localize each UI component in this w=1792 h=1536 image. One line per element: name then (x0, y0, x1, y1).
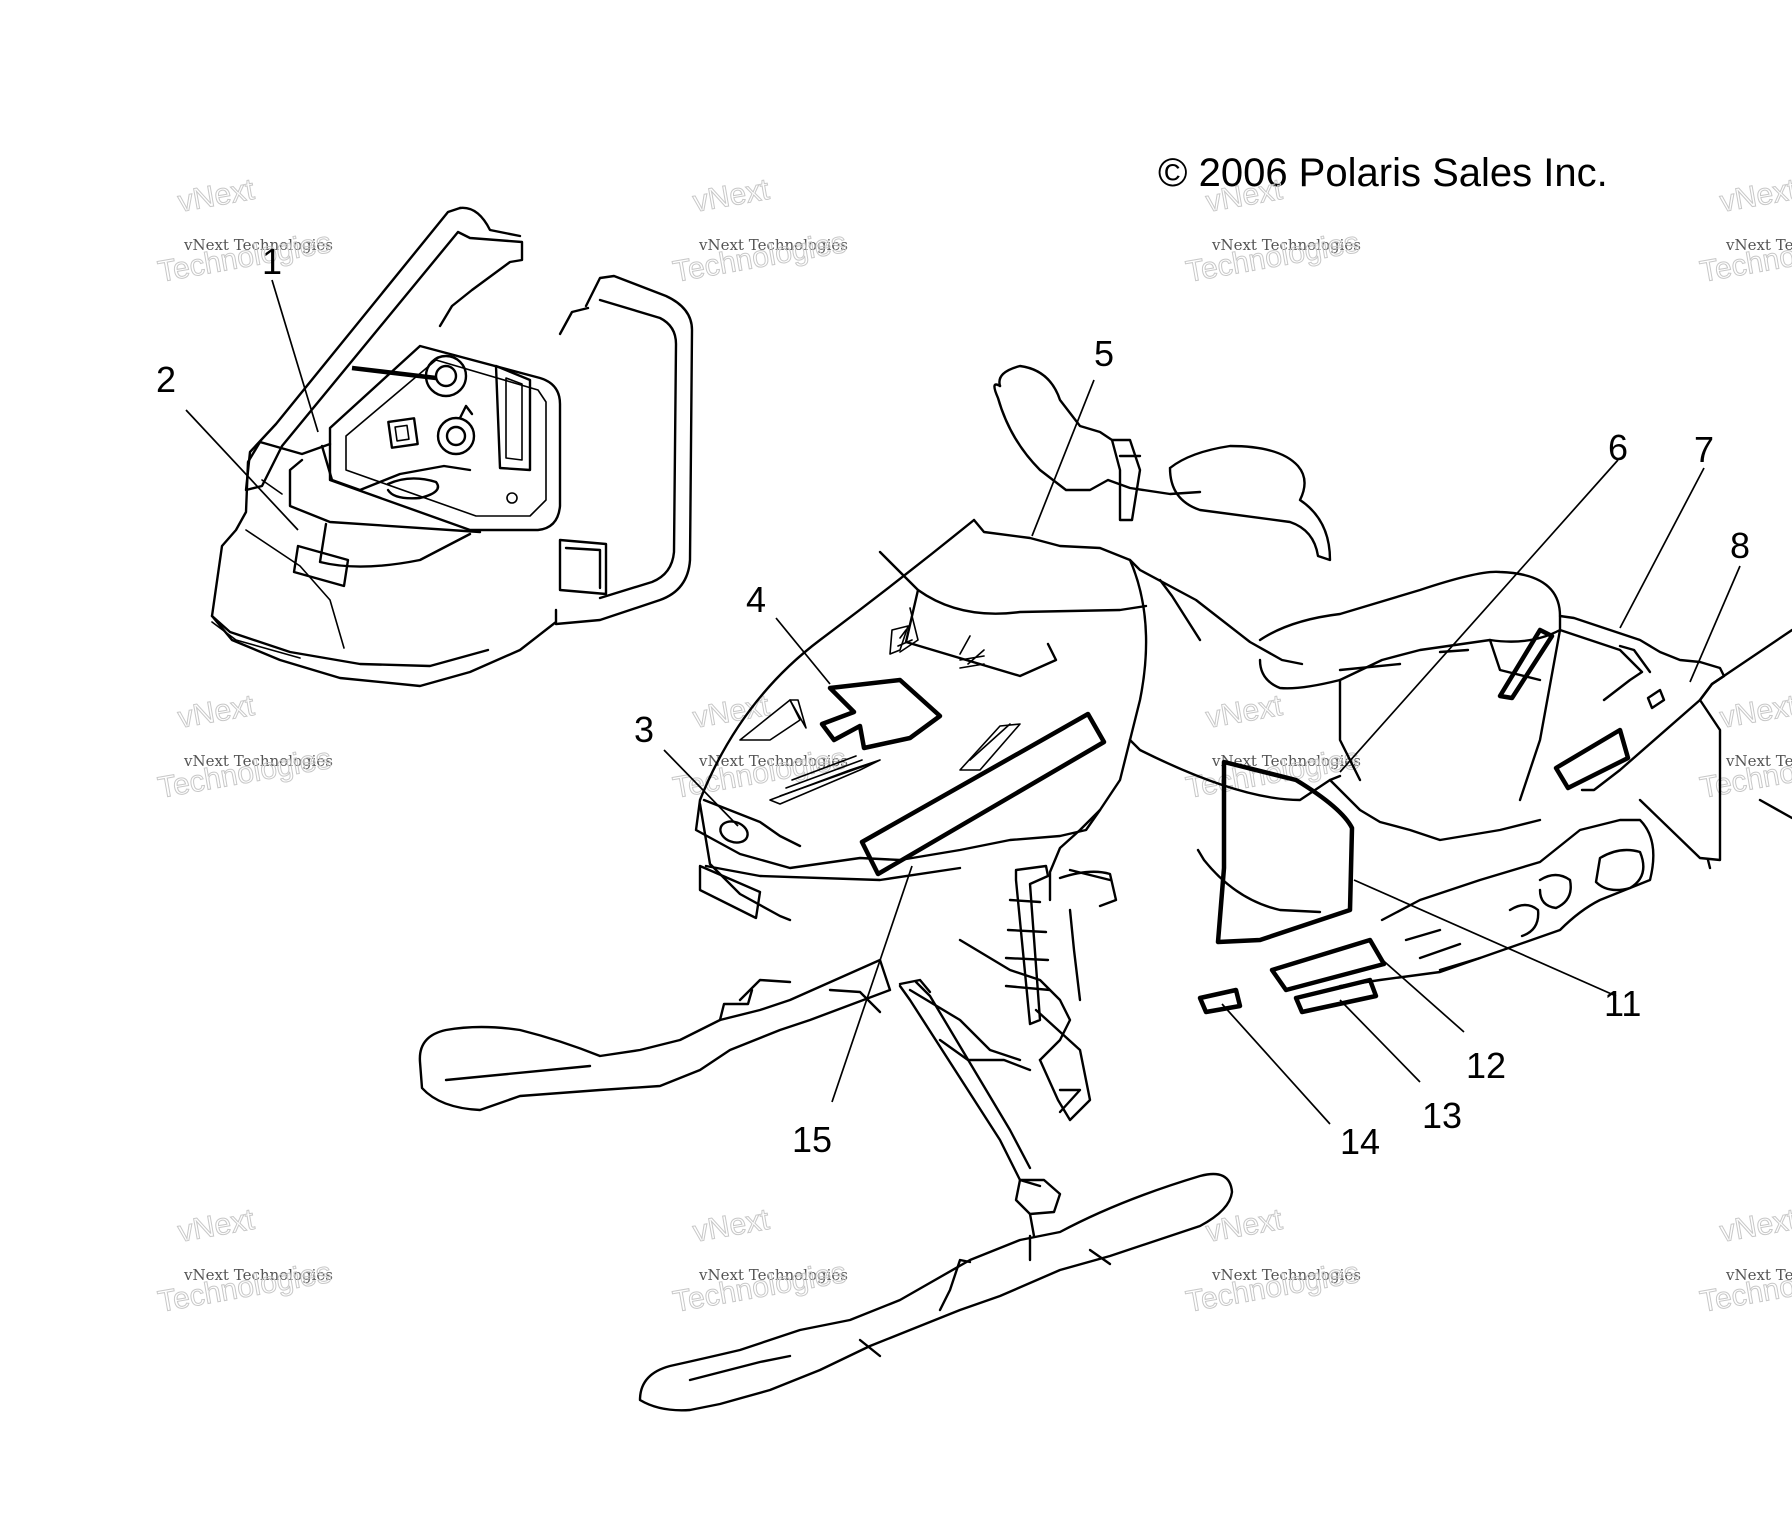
callout-leaders (185, 279, 1741, 1125)
watermark-tile: vNext vNext Technologies Technologies (155, 688, 334, 805)
watermark-tile: vNext vNext Technologies Technologies (670, 688, 849, 805)
watermark-top: vNext (1717, 1203, 1792, 1249)
watermark-top: vNext (690, 173, 772, 219)
watermark-top: vNext (175, 689, 257, 735)
watermark-top: vNext (690, 1203, 772, 1249)
watermark-tile: vNext vNext Technologies Technologies (1697, 1202, 1792, 1319)
watermark-tile: vNext vNext Technologies Technologies (1697, 688, 1792, 805)
watermark-mid: vNext Technologies (1211, 236, 1361, 254)
callout-8: 8 (1730, 525, 1750, 566)
callout-4: 4 (746, 579, 766, 620)
watermark-mid: vNext Technologies (698, 1266, 848, 1284)
callout-15: 15 (792, 1119, 832, 1160)
watermark-tile: vNext vNext Technologies Technologies (155, 1202, 334, 1319)
watermark-top: vNext (175, 1203, 257, 1249)
watermark-mid: vNext Technologies (1725, 236, 1792, 254)
callout-13: 13 (1422, 1095, 1462, 1136)
watermark-mid: vNext Technologies (1725, 1266, 1792, 1284)
watermark-mid: vNext Technologies (183, 236, 333, 254)
watermark-tile: vNext vNext Technologies Technologies (670, 1202, 849, 1319)
watermark-mid: vNext Technologies (183, 1266, 333, 1284)
watermark-top: vNext (1203, 1203, 1285, 1249)
callout-1: 1 (262, 241, 282, 282)
watermark-mid: vNext Technologies (183, 752, 333, 770)
callout-5: 5 (1094, 333, 1114, 374)
callout-7: 7 (1694, 429, 1714, 470)
callout-6: 6 (1608, 427, 1628, 468)
watermark-tile: vNext vNext Technologies Technologies (1183, 688, 1362, 805)
copyright-text: © 2006 Polaris Sales Inc. (1158, 151, 1608, 195)
watermark-mid: vNext Technologies (1211, 1266, 1361, 1284)
watermark-mid: vNext Technologies (698, 752, 848, 770)
snowmobile-drawing (418, 364, 1792, 1412)
watermark-mid: vNext Technologies (1211, 752, 1361, 770)
callout-14: 14 (1340, 1121, 1380, 1162)
console-inset-drawing (210, 206, 694, 688)
callout-labels: 1 2 3 4 5 6 7 8 11 12 13 14 15 (156, 241, 1750, 1162)
watermark-top: vNext (1717, 689, 1792, 735)
callout-3: 3 (634, 709, 654, 750)
watermark-tile: vNext vNext Technologies Technologies (1697, 172, 1792, 289)
callout-12: 12 (1466, 1045, 1506, 1086)
callout-2: 2 (156, 359, 176, 400)
watermark-mid: vNext Technologies (698, 236, 848, 254)
watermark-mid: vNext Technologies (1725, 752, 1792, 770)
watermark-top: vNext (1203, 689, 1285, 735)
watermark-tile: vNext vNext Technologies Technologies (670, 172, 849, 289)
watermark-top: vNext (175, 173, 257, 219)
watermark-tile: vNext vNext Technologies Technologies (155, 172, 334, 289)
callout-11: 11 (1604, 983, 1641, 1024)
watermark-top: vNext (1717, 173, 1792, 219)
